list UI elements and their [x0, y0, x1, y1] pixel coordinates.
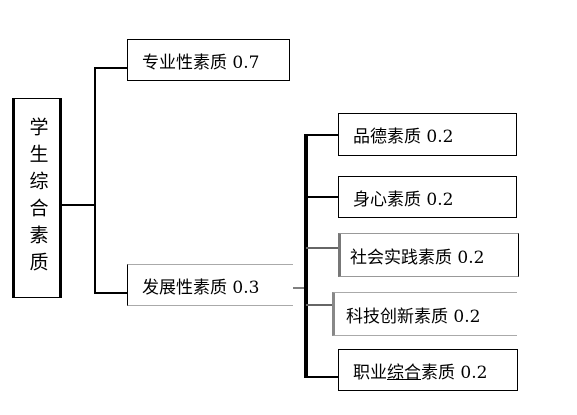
node-career-label: 职业综合素质 0.2: [353, 362, 488, 383]
root-node: 学生综合素质: [12, 98, 62, 298]
node-professional-label: 专业性素质 0.7: [142, 52, 260, 73]
node-tech: 科技创新素质 0.2: [332, 292, 517, 336]
root-label: 学生综合素质: [26, 117, 49, 279]
node-professional: 专业性素质 0.7: [127, 39, 290, 81]
node-social-label: 社会实践素质 0.2: [350, 247, 485, 268]
node-moral: 品德素质 0.2: [338, 113, 517, 156]
node-physical-label: 身心素质 0.2: [353, 189, 454, 210]
node-physical: 身心素质 0.2: [338, 176, 517, 218]
node-development: 发展性素质 0.3: [127, 264, 293, 306]
node-social: 社会实践素质 0.2: [338, 233, 519, 277]
node-tech-label: 科技创新素质 0.2: [346, 306, 481, 327]
node-moral-label: 品德素质 0.2: [353, 127, 454, 147]
node-career: 职业综合素质 0.2: [338, 349, 518, 391]
node-development-label: 发展性素质 0.3: [142, 277, 260, 298]
